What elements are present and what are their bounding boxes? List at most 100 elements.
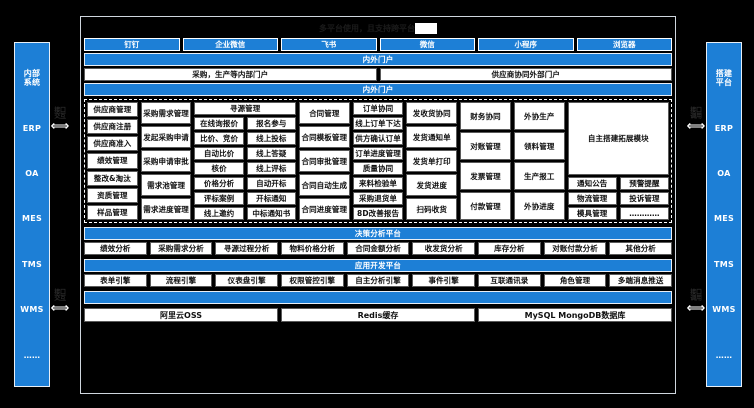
decision-item-7[interactable]: 对账付款分析 <box>543 242 607 255</box>
module-item[interactable]: 开标通知 <box>246 192 296 205</box>
extension-item[interactable]: 模具管理 <box>567 207 617 220</box>
module-subrow: 自动比价线上答疑 <box>194 147 296 160</box>
module-item[interactable]: 评标案例 <box>194 192 244 205</box>
module-item[interactable]: 整改&淘汰 <box>87 170 138 186</box>
module-item[interactable]: 扫码收货 <box>406 198 458 220</box>
module-item[interactable]: 线上答疑 <box>246 147 296 160</box>
module-item[interactable]: 发货单打印 <box>406 150 458 172</box>
module-item[interactable]: 核价 <box>194 162 244 175</box>
module-item[interactable]: 付款管理 <box>460 192 511 220</box>
left-rail-item-6[interactable]: …… <box>23 350 41 360</box>
module-item[interactable]: 发货通知单 <box>406 126 458 148</box>
platform-button-1[interactable]: 企业微信 <box>182 38 278 51</box>
module-item[interactable]: 报名参与 <box>246 117 296 130</box>
module-item[interactable]: 对账管理 <box>460 132 511 160</box>
right-rail-item-1[interactable]: ERP <box>714 123 734 133</box>
module-item[interactable]: 线上邀约 <box>194 207 244 220</box>
module-item[interactable]: 供应商准入 <box>87 136 138 152</box>
module-item[interactable]: 价格分析 <box>194 177 244 190</box>
module-item[interactable]: 需求进度管理 <box>140 198 192 220</box>
decision-item-1[interactable]: 采购需求分析 <box>149 242 213 255</box>
module-item[interactable]: 采购退货单 <box>352 192 404 205</box>
left-arrow-bottom-label: 接口 交互 <box>54 289 66 303</box>
module-item[interactable]: 样品管理 <box>87 204 138 220</box>
right-rail-item-4[interactable]: TMS <box>713 259 735 269</box>
module-item[interactable]: 生产报工 <box>513 162 565 190</box>
module-item[interactable]: 发货进度 <box>406 174 458 196</box>
decision-item-3[interactable]: 物料价格分析 <box>281 242 344 255</box>
module-item[interactable]: 供应商注册 <box>87 119 138 135</box>
module-subrow: 在线询报价报名参与 <box>194 117 296 130</box>
extension-item[interactable]: 通知公告 <box>567 177 617 190</box>
module-item[interactable]: 发票管理 <box>460 162 511 190</box>
extension-item[interactable]: 投诉管理 <box>619 192 670 205</box>
module-item[interactable]: 来料检验单 <box>352 177 404 190</box>
module-item[interactable]: 8D改善报告 <box>352 207 404 220</box>
infra-item-0[interactable]: 阿里云OSS <box>84 308 278 322</box>
app-item-8[interactable]: 多端消息推送 <box>609 274 673 287</box>
infra-item-1[interactable]: Redis缓存 <box>281 308 475 322</box>
module-item[interactable]: 自动比价 <box>194 147 244 160</box>
left-rail-item-1[interactable]: ERP <box>22 123 42 133</box>
left-rail-item-0[interactable]: 内部 系统 <box>23 69 41 88</box>
module-item[interactable]: 线上订单下达 <box>352 117 404 130</box>
left-rail-item-3[interactable]: MES <box>21 214 43 224</box>
app-item-2[interactable]: 仪表盘引擎 <box>215 274 279 287</box>
right-rail-item-5[interactable]: WMS <box>712 305 736 315</box>
module-item[interactable]: 外协进度 <box>513 192 565 220</box>
app-item-6[interactable]: 互联通讯录 <box>478 274 541 287</box>
left-rail-item-4[interactable]: TMS <box>21 259 43 269</box>
module-item[interactable]: 订单进度管理 <box>352 147 404 160</box>
module-item[interactable]: 自动开标 <box>246 177 296 190</box>
infra-item-2[interactable]: MySQL MongoDB数据库 <box>478 308 672 322</box>
module-item[interactable]: 绩效管理 <box>87 153 138 169</box>
module-item[interactable]: 质量协同 <box>352 162 404 175</box>
decision-item-4[interactable]: 合同金额分析 <box>346 242 410 255</box>
portal-box-1[interactable]: 供应商协同外部门户 <box>379 68 672 81</box>
right-rail-item-0[interactable]: 搭建 平台 <box>715 69 733 88</box>
decision-item-2[interactable]: 寻源过程分析 <box>215 242 279 255</box>
extension-item[interactable]: ………… <box>619 207 670 220</box>
right-rail-item-6[interactable]: …… <box>715 350 733 360</box>
module-item[interactable]: 线上投标 <box>246 132 296 145</box>
app-item-0[interactable]: 表单引擎 <box>84 274 147 287</box>
portal-box-0[interactable]: 采购，生产等内部门户 <box>84 68 377 81</box>
module-item[interactable]: 供方确认订单 <box>352 132 404 145</box>
module-item[interactable]: 采购申请审批 <box>140 150 192 172</box>
module-item[interactable]: 领料管理 <box>513 132 565 160</box>
left-rail-item-2[interactable]: OA <box>25 169 39 179</box>
module-item[interactable]: 发起采购申请 <box>140 126 192 148</box>
extension-item[interactable]: 物流管理 <box>567 192 617 205</box>
platform-button-4[interactable]: 小程序 <box>478 38 574 51</box>
module-group-header: 外协生产 <box>513 102 565 130</box>
module-item[interactable]: 需求池管理 <box>140 174 192 196</box>
app-item-1[interactable]: 流程引擎 <box>149 274 213 287</box>
platform-button-5[interactable]: 浏览器 <box>576 38 672 51</box>
module-item[interactable]: 资质管理 <box>87 187 138 203</box>
decision-item-5[interactable]: 收发货分析 <box>412 242 476 255</box>
module-item[interactable]: 线上评标 <box>246 162 296 175</box>
module-item[interactable]: 比价、竞价 <box>194 132 244 145</box>
decision-item-8[interactable]: 其他分析 <box>609 242 673 255</box>
app-item-7[interactable]: 角色管理 <box>543 274 607 287</box>
app-item-4[interactable]: 自主分析引擎 <box>346 274 410 287</box>
extension-item[interactable]: 预警提醒 <box>619 177 670 190</box>
module-item[interactable]: 在线询报价 <box>194 117 244 130</box>
platform-button-3[interactable]: 微信 <box>379 38 475 51</box>
app-item-3[interactable]: 权限管控引擎 <box>281 274 344 287</box>
decision-item-6[interactable]: 库存分析 <box>478 242 541 255</box>
platform-button-2[interactable]: 飞书 <box>281 38 377 51</box>
module-item[interactable]: 合同模板管理 <box>298 126 350 148</box>
module-item[interactable]: 中标通知书 <box>246 207 296 220</box>
module-item[interactable]: 合同进度管理 <box>298 198 350 220</box>
right-rail-item-3[interactable]: MES <box>713 214 735 224</box>
app-platform-row: 表单引擎流程引擎仪表盘引擎权限管控引擎自主分析引擎事件引擎互联通讯录角色管理多端… <box>84 274 673 287</box>
module-item[interactable]: 合同审批管理 <box>298 150 350 172</box>
decision-item-0[interactable]: 绩效分析 <box>84 242 147 255</box>
left-rail-item-5[interactable]: WMS <box>20 305 44 315</box>
right-rail-item-2[interactable]: OA <box>717 169 731 179</box>
app-item-5[interactable]: 事件引擎 <box>412 274 476 287</box>
platform-button-0[interactable]: 钉钉 <box>84 38 180 51</box>
module-item[interactable]: 合同自动生成 <box>298 174 350 196</box>
